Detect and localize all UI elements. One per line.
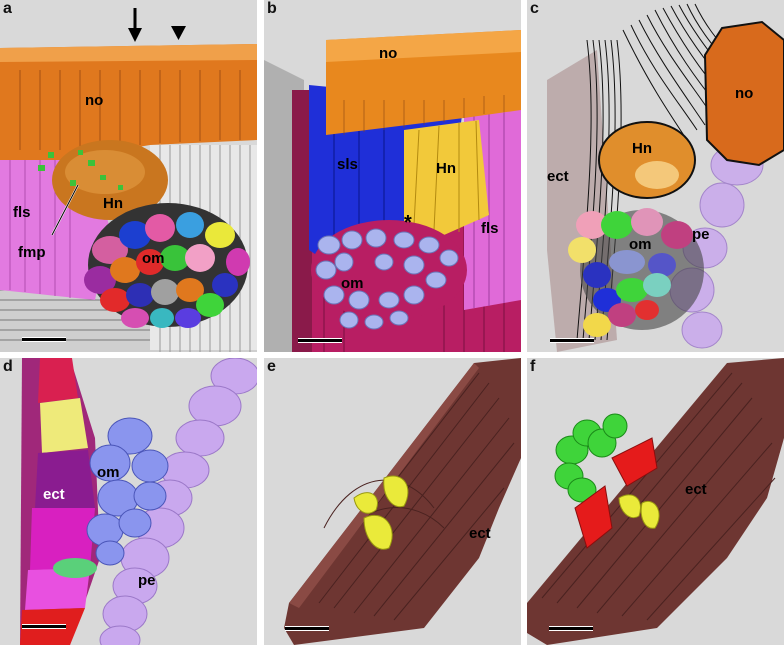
label-om: om <box>142 250 165 267</box>
panel-letter: d <box>3 358 13 375</box>
label-no: no <box>379 45 398 62</box>
label-pe: pe <box>692 226 710 243</box>
panel-letter: c <box>530 0 539 17</box>
panel-letter: e <box>267 358 276 375</box>
down-triangle-icon <box>171 26 186 40</box>
panel-c-render <box>547 3 784 352</box>
fmp-dots <box>38 150 123 190</box>
panel-d: d om ect pe <box>0 358 257 645</box>
nerve-no-band <box>0 44 257 160</box>
panel-d-render <box>20 358 257 645</box>
scale-bar <box>22 337 66 342</box>
panel-b-render <box>264 30 521 352</box>
scale-bar <box>549 626 593 631</box>
yellow-cells <box>353 475 409 550</box>
label-ect: ect <box>547 168 569 185</box>
label-hn: Hn <box>632 140 652 157</box>
label-fmp: fmp <box>18 244 46 261</box>
label-fls: fls <box>481 220 499 237</box>
panel-letter: f <box>530 358 536 375</box>
scale-bar <box>550 338 594 343</box>
label-ect: ect <box>685 481 707 498</box>
label-hn: Hn <box>103 195 123 212</box>
nerve-no <box>703 20 784 167</box>
panel-a-render <box>0 8 257 352</box>
scale-bar <box>22 624 66 629</box>
panel-b: b no sls Hn fls * om <box>264 0 521 352</box>
panel-f: f ect <box>527 358 784 645</box>
label-pe: pe <box>138 572 156 589</box>
ect-sheet <box>527 358 784 645</box>
scale-bar <box>285 626 329 631</box>
down-arrow-icon <box>128 8 142 42</box>
panel-letter: a <box>3 0 12 17</box>
green-cells <box>554 413 628 503</box>
label-no: no <box>85 92 104 109</box>
red-cells <box>574 437 658 549</box>
label-ect: ect <box>43 486 65 503</box>
panel-e-render <box>284 358 521 645</box>
label-sls: sls <box>337 156 358 173</box>
om-cells <box>568 208 704 337</box>
scale-bar <box>298 338 342 343</box>
label-no: no <box>735 85 754 102</box>
asterisk-marker: * <box>404 212 412 234</box>
panel-letter: b <box>267 0 277 17</box>
panel-e: e ect <box>264 358 521 645</box>
panel-c: c no Hn ect om pe <box>527 0 784 352</box>
om-cells <box>86 417 169 566</box>
label-ect: ect <box>469 525 491 542</box>
hn-region <box>404 120 489 235</box>
om-cells <box>84 203 250 328</box>
yellow-cells <box>618 494 660 529</box>
pe-cells <box>99 358 257 645</box>
fiber-texture <box>541 372 776 621</box>
panel-a: a no fls fmp Hn om <box>0 0 257 352</box>
label-om: om <box>341 275 364 292</box>
label-om: om <box>629 236 652 253</box>
panel-f-render <box>527 358 784 645</box>
label-hn: Hn <box>436 160 456 177</box>
label-fls: fls <box>13 204 31 221</box>
label-om: om <box>97 464 120 481</box>
om-lavender-cells <box>315 228 459 330</box>
